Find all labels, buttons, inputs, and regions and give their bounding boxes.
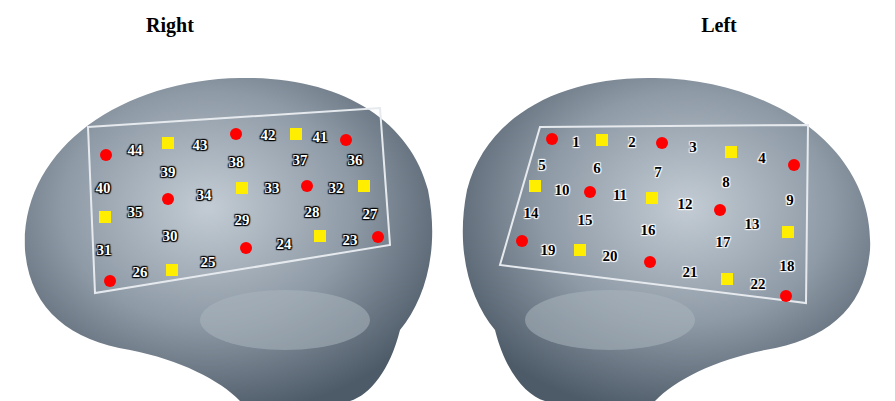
channel-number: 7: [654, 165, 662, 180]
channel-number: 44: [128, 143, 143, 158]
channel-number: 43: [193, 138, 208, 153]
channel-number: 31: [97, 243, 112, 258]
detector-squares: [99, 128, 794, 285]
channel-number: 2: [628, 135, 636, 150]
channel-number: 41: [313, 130, 328, 145]
probe-outline: [500, 125, 808, 303]
channel-number: 11: [613, 188, 627, 203]
brain-surface: [463, 78, 870, 401]
channel-number: 38: [229, 155, 244, 170]
channel-number: 1: [572, 135, 580, 150]
channel-number: 33: [265, 181, 280, 196]
right-brain: [25, 78, 432, 401]
channel-number: 30: [163, 229, 178, 244]
channel-number: 17: [716, 235, 731, 250]
channel-number: 10: [555, 183, 570, 198]
channel-number: 14: [524, 206, 539, 221]
channel-number: 32: [329, 181, 344, 196]
channel-number: 26: [133, 265, 148, 280]
channel-number: 21: [683, 265, 698, 280]
channel-number: 16: [641, 223, 656, 238]
channel-number: 12: [678, 197, 693, 212]
channel-number: 29: [235, 213, 250, 228]
channel-number: 8: [722, 175, 730, 190]
view-title: Left: [701, 15, 737, 35]
channel-number: 5: [538, 158, 546, 173]
channel-number: 39: [161, 165, 176, 180]
channel-number: 36: [348, 153, 363, 168]
brain-surface: [25, 78, 432, 401]
channel-number: 9: [786, 193, 794, 208]
channel-number: 42: [261, 128, 276, 143]
channel-number: 20: [603, 249, 618, 264]
channel-number: 27: [363, 207, 378, 222]
channel-number: 40: [96, 181, 111, 196]
channel-number: 25: [201, 255, 216, 270]
left-brain: [463, 78, 870, 401]
channel-number: 19: [541, 243, 556, 258]
probe-outline: [88, 108, 390, 293]
channel-number: 35: [128, 205, 143, 220]
channel-number: 23: [343, 233, 358, 248]
channel-number: 15: [578, 213, 593, 228]
channel-number: 22: [751, 277, 766, 292]
channel-number: 28: [305, 205, 320, 220]
channel-number: 6: [593, 161, 601, 176]
channel-number: 37: [293, 153, 308, 168]
temporal-lobe: [200, 290, 370, 350]
channel-number: 3: [689, 140, 697, 155]
channel-number: 18: [780, 259, 795, 274]
channel-number: 24: [277, 237, 292, 252]
channel-number: 34: [197, 188, 212, 203]
view-title: Right: [146, 15, 194, 35]
temporal-lobe: [525, 290, 695, 350]
channel-number: 13: [745, 217, 760, 232]
source-dots: [100, 128, 800, 302]
channel-number: 4: [758, 151, 766, 166]
